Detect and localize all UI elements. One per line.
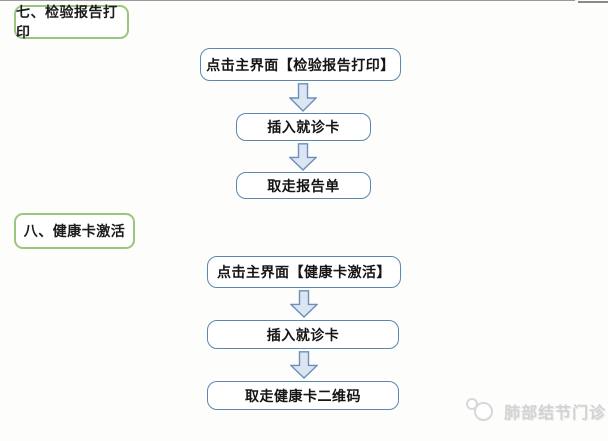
- down-arrow-icon: [289, 83, 317, 112]
- down-arrow-icon: [289, 143, 317, 171]
- down-arrow-icon: [290, 351, 318, 379]
- clinic-logo-icon: [466, 396, 498, 426]
- flow-step-insert-card: 插入就诊卡: [207, 320, 399, 349]
- page-top-border: [0, 0, 575, 1]
- page-top-right-tick: [578, 1, 608, 3]
- flow-step-click-health-card: 点击主界面【健康卡激活】: [207, 256, 401, 288]
- flow-step-take-report: 取走报告单: [236, 172, 371, 199]
- flow-step-click-report-print: 点击主界面【检验报告打印】: [200, 48, 401, 81]
- down-arrow-icon: [290, 290, 318, 318]
- watermark-text: 肺部结节门诊: [504, 405, 607, 422]
- section-title-health-card-activation: 八、健康卡激活: [14, 213, 135, 249]
- section-title-report-printing: 七、检验报告打印: [14, 4, 129, 40]
- flow-step-insert-card: 插入就诊卡: [236, 113, 371, 141]
- watermark: 肺部结节门诊: [466, 396, 606, 426]
- flow-step-take-qr-code: 取走健康卡二维码: [207, 381, 399, 410]
